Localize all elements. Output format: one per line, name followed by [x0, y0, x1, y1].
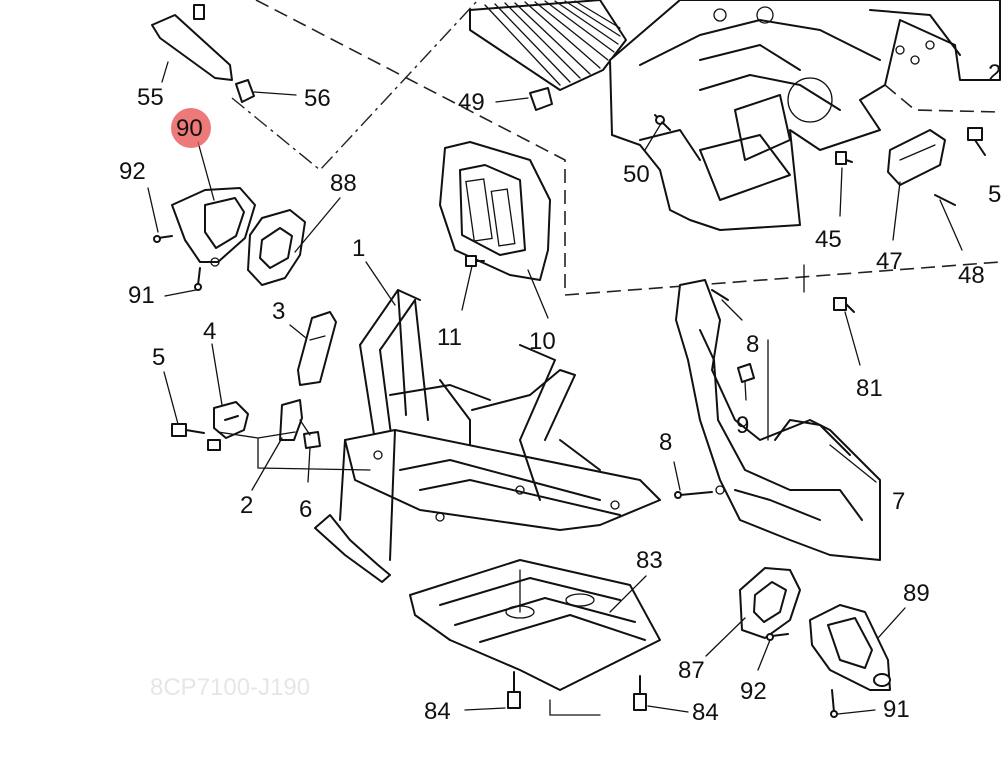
bolt-48 — [934, 194, 956, 206]
bolt-8-upper — [711, 289, 729, 301]
bracket-4 — [207, 401, 249, 451]
main-frame-1 — [314, 289, 661, 583]
callout-label[interactable]: 83 — [636, 547, 663, 574]
callout-label[interactable]: 55 — [137, 84, 164, 111]
callout-label[interactable]: 49 — [458, 89, 485, 116]
callout-label[interactable]: 6 — [299, 496, 313, 523]
bolt-45 — [835, 151, 853, 165]
callout-label[interactable]: 45 — [815, 226, 842, 253]
callout-leader-lines — [147, 61, 963, 715]
skid-plate-83 — [409, 559, 661, 691]
callout-label-highlighted[interactable]: 90 — [176, 115, 203, 142]
bolt-81 — [833, 297, 855, 313]
bolt-91-lower — [830, 689, 838, 718]
callout-label[interactable]: 92 — [119, 158, 146, 185]
gasket-87 — [739, 567, 801, 639]
callout-label[interactable]: 7 — [892, 488, 906, 515]
side-guard-7 — [675, 279, 881, 561]
callout-label[interactable]: 8 — [659, 429, 673, 456]
callout-label[interactable]: 8 — [746, 331, 760, 358]
clip-49 — [529, 87, 553, 111]
callout-label[interactable]: 91 — [128, 282, 155, 309]
bolt-91-upper — [194, 267, 202, 291]
bolt-8-lower — [674, 491, 713, 499]
callout-label[interactable]: 50 — [623, 161, 650, 188]
bolt-84-right — [633, 675, 647, 711]
leader-lines-84 — [549, 699, 601, 716]
callout-label[interactable]: 11 — [437, 324, 462, 351]
callout-label[interactable]: 9 — [736, 412, 750, 439]
bolt-92-lower — [766, 633, 789, 641]
callout-label[interactable]: 48 — [958, 262, 985, 289]
callout-label[interactable]: 5 — [988, 181, 1001, 208]
callout-label[interactable]: 84 — [692, 699, 719, 726]
callout-label[interactable]: 5 — [152, 344, 166, 371]
callout-label[interactable]: 92 — [740, 678, 767, 705]
intake-cover-89 — [809, 604, 891, 691]
bolt-84-left — [507, 671, 521, 709]
bolt-50 — [654, 114, 671, 131]
callout-label[interactable]: 91 — [883, 696, 910, 723]
intake-cover-90 — [171, 187, 256, 267]
bracket-55 — [151, 4, 233, 81]
bolt-92-upper — [153, 235, 173, 243]
callout-label[interactable]: 81 — [856, 375, 883, 402]
leader-lines-left — [217, 419, 371, 471]
screw-11 — [465, 255, 485, 267]
radiator-part — [469, 0, 627, 91]
assembly-boundary-lines — [231, 0, 1001, 296]
callout-label[interactable]: 1 — [352, 235, 366, 262]
callout-label[interactable]: 89 — [903, 580, 930, 607]
callout-label[interactable]: 88 — [330, 170, 357, 197]
grommet-9 — [737, 363, 755, 383]
callout-label[interactable]: 3 — [272, 298, 286, 325]
callout-label[interactable]: 4 — [203, 318, 217, 345]
bolt-5-left — [171, 423, 205, 437]
part-highlight-marker — [171, 108, 211, 148]
callout-label[interactable]: 2 — [240, 492, 254, 519]
callout-label[interactable]: 47 — [876, 248, 903, 275]
callout-label[interactable]: 2 — [988, 60, 1001, 87]
callout-label[interactable]: 84 — [424, 698, 451, 725]
callout-label[interactable]: 10 — [529, 328, 556, 355]
clip-56 — [235, 79, 255, 103]
bracket-47 — [887, 129, 946, 186]
collar-6 — [303, 431, 321, 449]
callout-label[interactable]: 87 — [678, 657, 705, 684]
upper-frame-part — [609, 0, 1001, 231]
ecu-bracket-10 — [439, 141, 551, 281]
bolt-upper-right — [967, 127, 986, 156]
bracket-3 — [297, 311, 337, 386]
watermark: 8CP7100-J190 — [150, 674, 311, 701]
callout-label[interactable]: 56 — [304, 85, 331, 112]
gasket-88 — [247, 209, 306, 286]
